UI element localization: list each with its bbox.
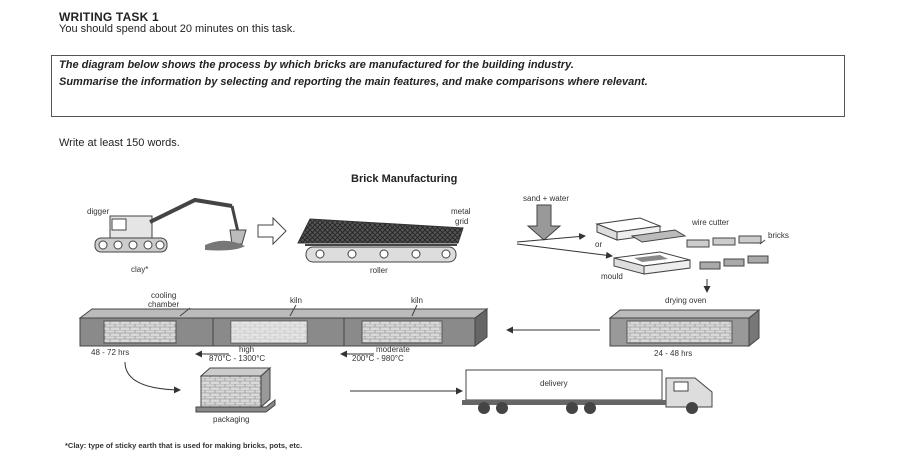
arrow-to-packaging <box>124 361 181 394</box>
label-kiln-moderate: kiln <box>411 296 423 305</box>
arrow-to-mould <box>516 243 613 259</box>
footnote: *Clay: type of sticky earth that is used… <box>65 441 303 450</box>
label-delivery: delivery <box>540 379 568 388</box>
delivery-truck-icon <box>462 369 713 414</box>
label-cooling: cooling <box>151 291 176 300</box>
prompt-line-1: The diagram below shows the process by w… <box>59 59 574 71</box>
digger-icon <box>94 197 247 253</box>
label-bricks: bricks <box>768 231 789 240</box>
drying-oven-icon <box>608 308 761 348</box>
label-digger: digger <box>87 207 110 216</box>
task-title: WRITING TASK 1 <box>59 10 159 24</box>
label-cooling-time: 48 - 72 hrs <box>91 348 129 357</box>
label-sand-water: sand + water <box>523 194 569 203</box>
label-mould: mould <box>601 272 623 281</box>
label-roller: roller <box>370 266 388 275</box>
label-moderate: moderate <box>376 345 410 354</box>
label-high: high <box>239 345 254 354</box>
prompt-box: The diagram below shows the process by w… <box>51 55 845 117</box>
diagram-title: Brick Manufacturing <box>351 173 458 185</box>
metal-grid-roller <box>297 218 464 263</box>
label-kiln-high: kiln <box>290 296 302 305</box>
label-high-temp: 870°C - 1300°C <box>209 354 265 363</box>
wire-cutter-icon <box>595 217 687 243</box>
label-clay: clay* <box>131 265 148 274</box>
label-or: or <box>595 240 602 249</box>
packaging-pallet-icon <box>195 366 276 413</box>
label-packaging: packaging <box>213 415 249 424</box>
label-drying-oven: drying oven <box>665 296 706 305</box>
task-instruction: You should spend about 20 minutes on thi… <box>59 23 296 35</box>
label-grid: grid <box>455 217 468 226</box>
prompt-line-2: Summarise the information by selecting a… <box>59 76 648 88</box>
label-chamber: chamber <box>148 300 179 309</box>
label-drying-time: 24 - 48 hrs <box>654 349 692 358</box>
arrow-to-grid-icon <box>257 216 287 246</box>
clay-mound <box>205 240 245 251</box>
label-metal: metal <box>451 207 471 216</box>
word-count-instruction: Write at least 150 words. <box>59 137 180 149</box>
label-wire-cutter: wire cutter <box>691 218 729 227</box>
mould-icon <box>613 251 691 275</box>
label-moderate-temp: 200°C - 980°C <box>352 354 404 363</box>
kiln-cooling-block <box>78 308 489 347</box>
arrow-to-wire-cutter <box>516 233 586 243</box>
cut-bricks <box>686 235 769 270</box>
sand-water-arrow-icon <box>526 204 562 241</box>
